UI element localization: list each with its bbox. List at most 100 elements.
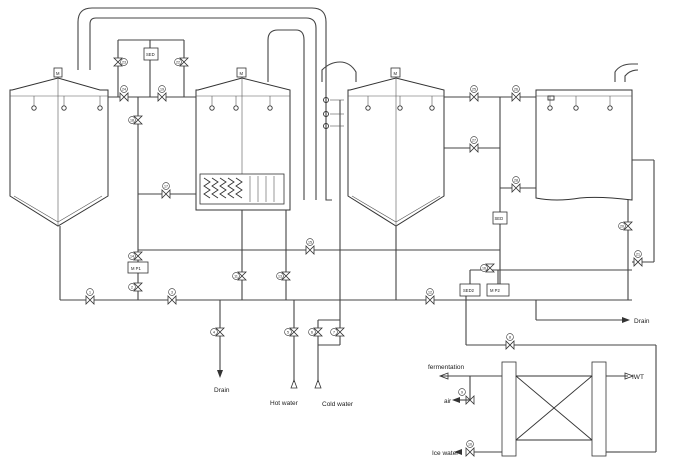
valve-6: 6: [308, 327, 323, 337]
valve-icon: [335, 327, 345, 337]
valve-icon: [179, 57, 189, 67]
valve-number: 16: [482, 266, 486, 270]
valve-icon: [215, 327, 225, 337]
valve-icon: [465, 447, 475, 457]
valve-27: 27: [469, 136, 479, 153]
valve-icon: [313, 327, 323, 337]
valve-2: 2: [128, 282, 143, 292]
valve-8: 8: [505, 333, 515, 350]
flow-arrows: [217, 317, 635, 455]
arrow-up-icon: [290, 378, 298, 389]
valve-icon: [469, 92, 479, 102]
sed-top-label: SED: [146, 52, 155, 57]
label-drain-left: Drain: [214, 387, 230, 394]
valve-tag: [232, 272, 240, 280]
valve-tag: [120, 85, 128, 93]
arrow-left-icon: [438, 372, 449, 380]
valve-tag: [618, 222, 626, 230]
valve-icon: [113, 57, 123, 67]
valve-4: 4: [210, 327, 225, 337]
tank-2: M: [195, 67, 291, 211]
equipment: SED SED M P1 SED2 M P2: [127, 47, 510, 297]
valve-10: 10: [465, 440, 475, 457]
valve-15: 15: [305, 238, 315, 255]
valve-13: 13: [276, 271, 291, 281]
valve-icon: [161, 189, 171, 199]
valve-number: 26: [514, 87, 518, 91]
valve-tag: [458, 388, 466, 396]
valve-tag: [128, 252, 136, 260]
valve-22: 22: [174, 57, 189, 67]
valve-tag: [512, 176, 520, 184]
valve-tag: [470, 136, 478, 144]
valve-5: 5: [284, 327, 299, 337]
valve-number: 10: [468, 442, 472, 446]
sed2-label: SED2: [463, 288, 475, 293]
valve-12: 12: [425, 288, 435, 305]
valve-tag: [168, 288, 176, 296]
valve-icon: [633, 257, 643, 267]
motor-tank-2: [236, 67, 247, 78]
valve-tag: [512, 85, 520, 93]
sed-right-label: SED: [495, 216, 504, 221]
valve-tag: [86, 288, 94, 296]
valve-number: 5: [287, 330, 289, 334]
valve-number: 14: [130, 254, 134, 258]
valve-icon: [281, 271, 291, 281]
label-air: air: [444, 398, 452, 405]
valve-tag: [276, 272, 284, 280]
valve-tag: [308, 328, 316, 336]
valve-tag: [466, 440, 474, 448]
overhead-pipe-loop: [77, 7, 639, 201]
valve-icon: [85, 295, 95, 305]
valve-tag: [210, 328, 218, 336]
valve-number: 27: [472, 138, 476, 142]
valve-1: 1: [85, 288, 95, 305]
valve-25: 25: [469, 85, 479, 102]
label-fermentation: fermentation: [428, 364, 465, 371]
valve-number: 24: [122, 87, 126, 91]
valve-28: 28: [511, 176, 521, 193]
sed2: [459, 283, 481, 297]
motor-tank-3: [390, 67, 401, 78]
valve-tag: [330, 328, 338, 336]
pump-1-label: M P1: [131, 266, 141, 271]
valve-icon: [157, 92, 167, 102]
valve-21: 21: [633, 250, 643, 267]
valve-icon: [469, 143, 479, 153]
tank-3: M: [347, 67, 445, 227]
valve-23: 23: [113, 57, 128, 67]
valve-tag: [120, 58, 128, 66]
plate-heat-exchanger: [440, 361, 628, 457]
valve-tag: [158, 85, 166, 93]
valve-number: 3: [171, 290, 173, 294]
arrow-up-icon: [314, 378, 322, 389]
label-ice-water: Ice water: [432, 450, 459, 457]
valve-tag: [480, 264, 488, 272]
label-cold-water: Cold water: [322, 401, 354, 408]
valve-tag: [426, 288, 434, 296]
valve-26: 26: [511, 85, 521, 102]
valve-number: 6: [311, 330, 313, 334]
valve-number: 11: [234, 274, 238, 278]
valve-tag: [284, 328, 292, 336]
process-lines: [59, 39, 657, 453]
valve-number: 13: [278, 274, 282, 278]
sed-right: [492, 211, 508, 225]
valve-tag: [506, 333, 514, 341]
motor-tank-2-label: M: [240, 71, 244, 76]
valve-number: 7: [333, 330, 335, 334]
tank-4: [535, 89, 633, 201]
arrow-left-icon: [454, 449, 462, 455]
valve-icon: [425, 295, 435, 305]
valve-number: 8: [509, 335, 511, 339]
labels: Drain Drain Hot water Cold water ferment…: [214, 318, 650, 457]
label-drain-right: Drain: [634, 318, 650, 325]
valve-number: 20: [620, 224, 624, 228]
valve-number: 2: [131, 285, 133, 289]
valve-7: 7: [330, 327, 345, 337]
valve-icon: [485, 263, 495, 273]
tank-1: M: [9, 67, 109, 227]
arrow-down-icon: [217, 370, 223, 378]
